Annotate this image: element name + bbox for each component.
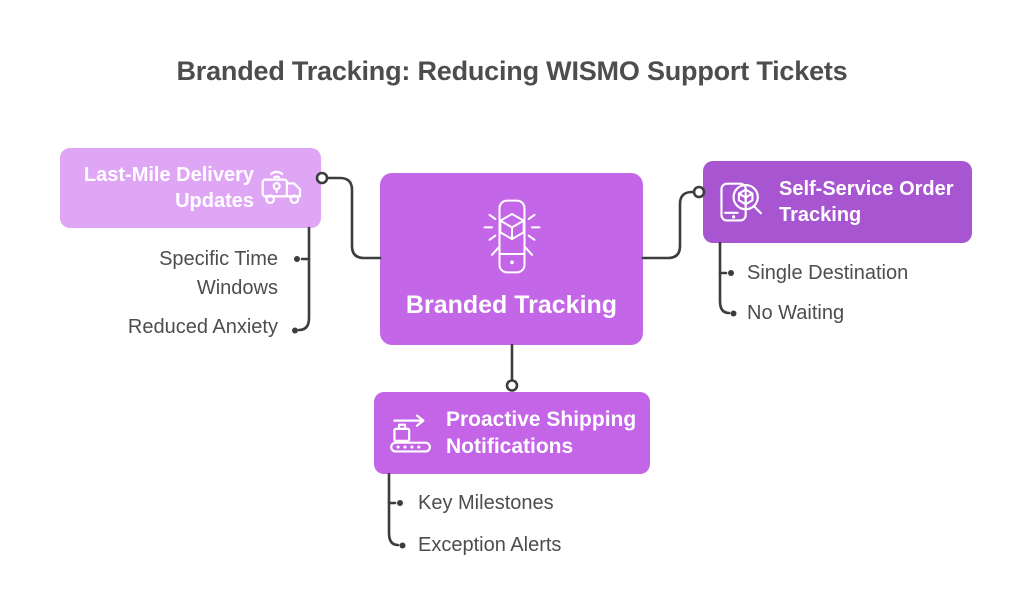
delivery-truck-tracking-icon [259, 166, 313, 210]
page-title: Branded Tracking: Reducing WISMO Support… [176, 56, 848, 86]
node-label: Self-Service Order Tracking [779, 178, 954, 226]
sub-item-key-milestones: Key Milestones [418, 492, 554, 514]
node-label: Last-Mile Delivery Updates [83, 164, 254, 212]
order-search-icon [717, 178, 769, 227]
node-proactive-shipping-notifications: Proactive Shipping Notifications [374, 392, 650, 474]
sub-item-single-destination: Single Destination [747, 262, 909, 284]
node-label: Proactive Shipping Notifications [446, 407, 637, 458]
node-label: Branded Tracking [405, 290, 618, 319]
node-self-service-order-tracking: Self-Service Order Tracking [703, 161, 972, 243]
sub-item-specific-time-windows: Specific Time Windows [159, 248, 278, 299]
sub-item-no-waiting: No Waiting [747, 302, 845, 324]
node-last-mile-delivery-updates: Last-Mile Delivery Updates [60, 148, 321, 228]
sub-item-exception-alerts: Exception Alerts [418, 534, 562, 556]
conveyor-shipping-icon [388, 412, 434, 455]
node-branded-tracking: Branded Tracking [380, 173, 643, 345]
sub-item-reduced-anxiety: Reduced Anxiety [127, 316, 278, 338]
phone-package-icon [477, 197, 547, 281]
